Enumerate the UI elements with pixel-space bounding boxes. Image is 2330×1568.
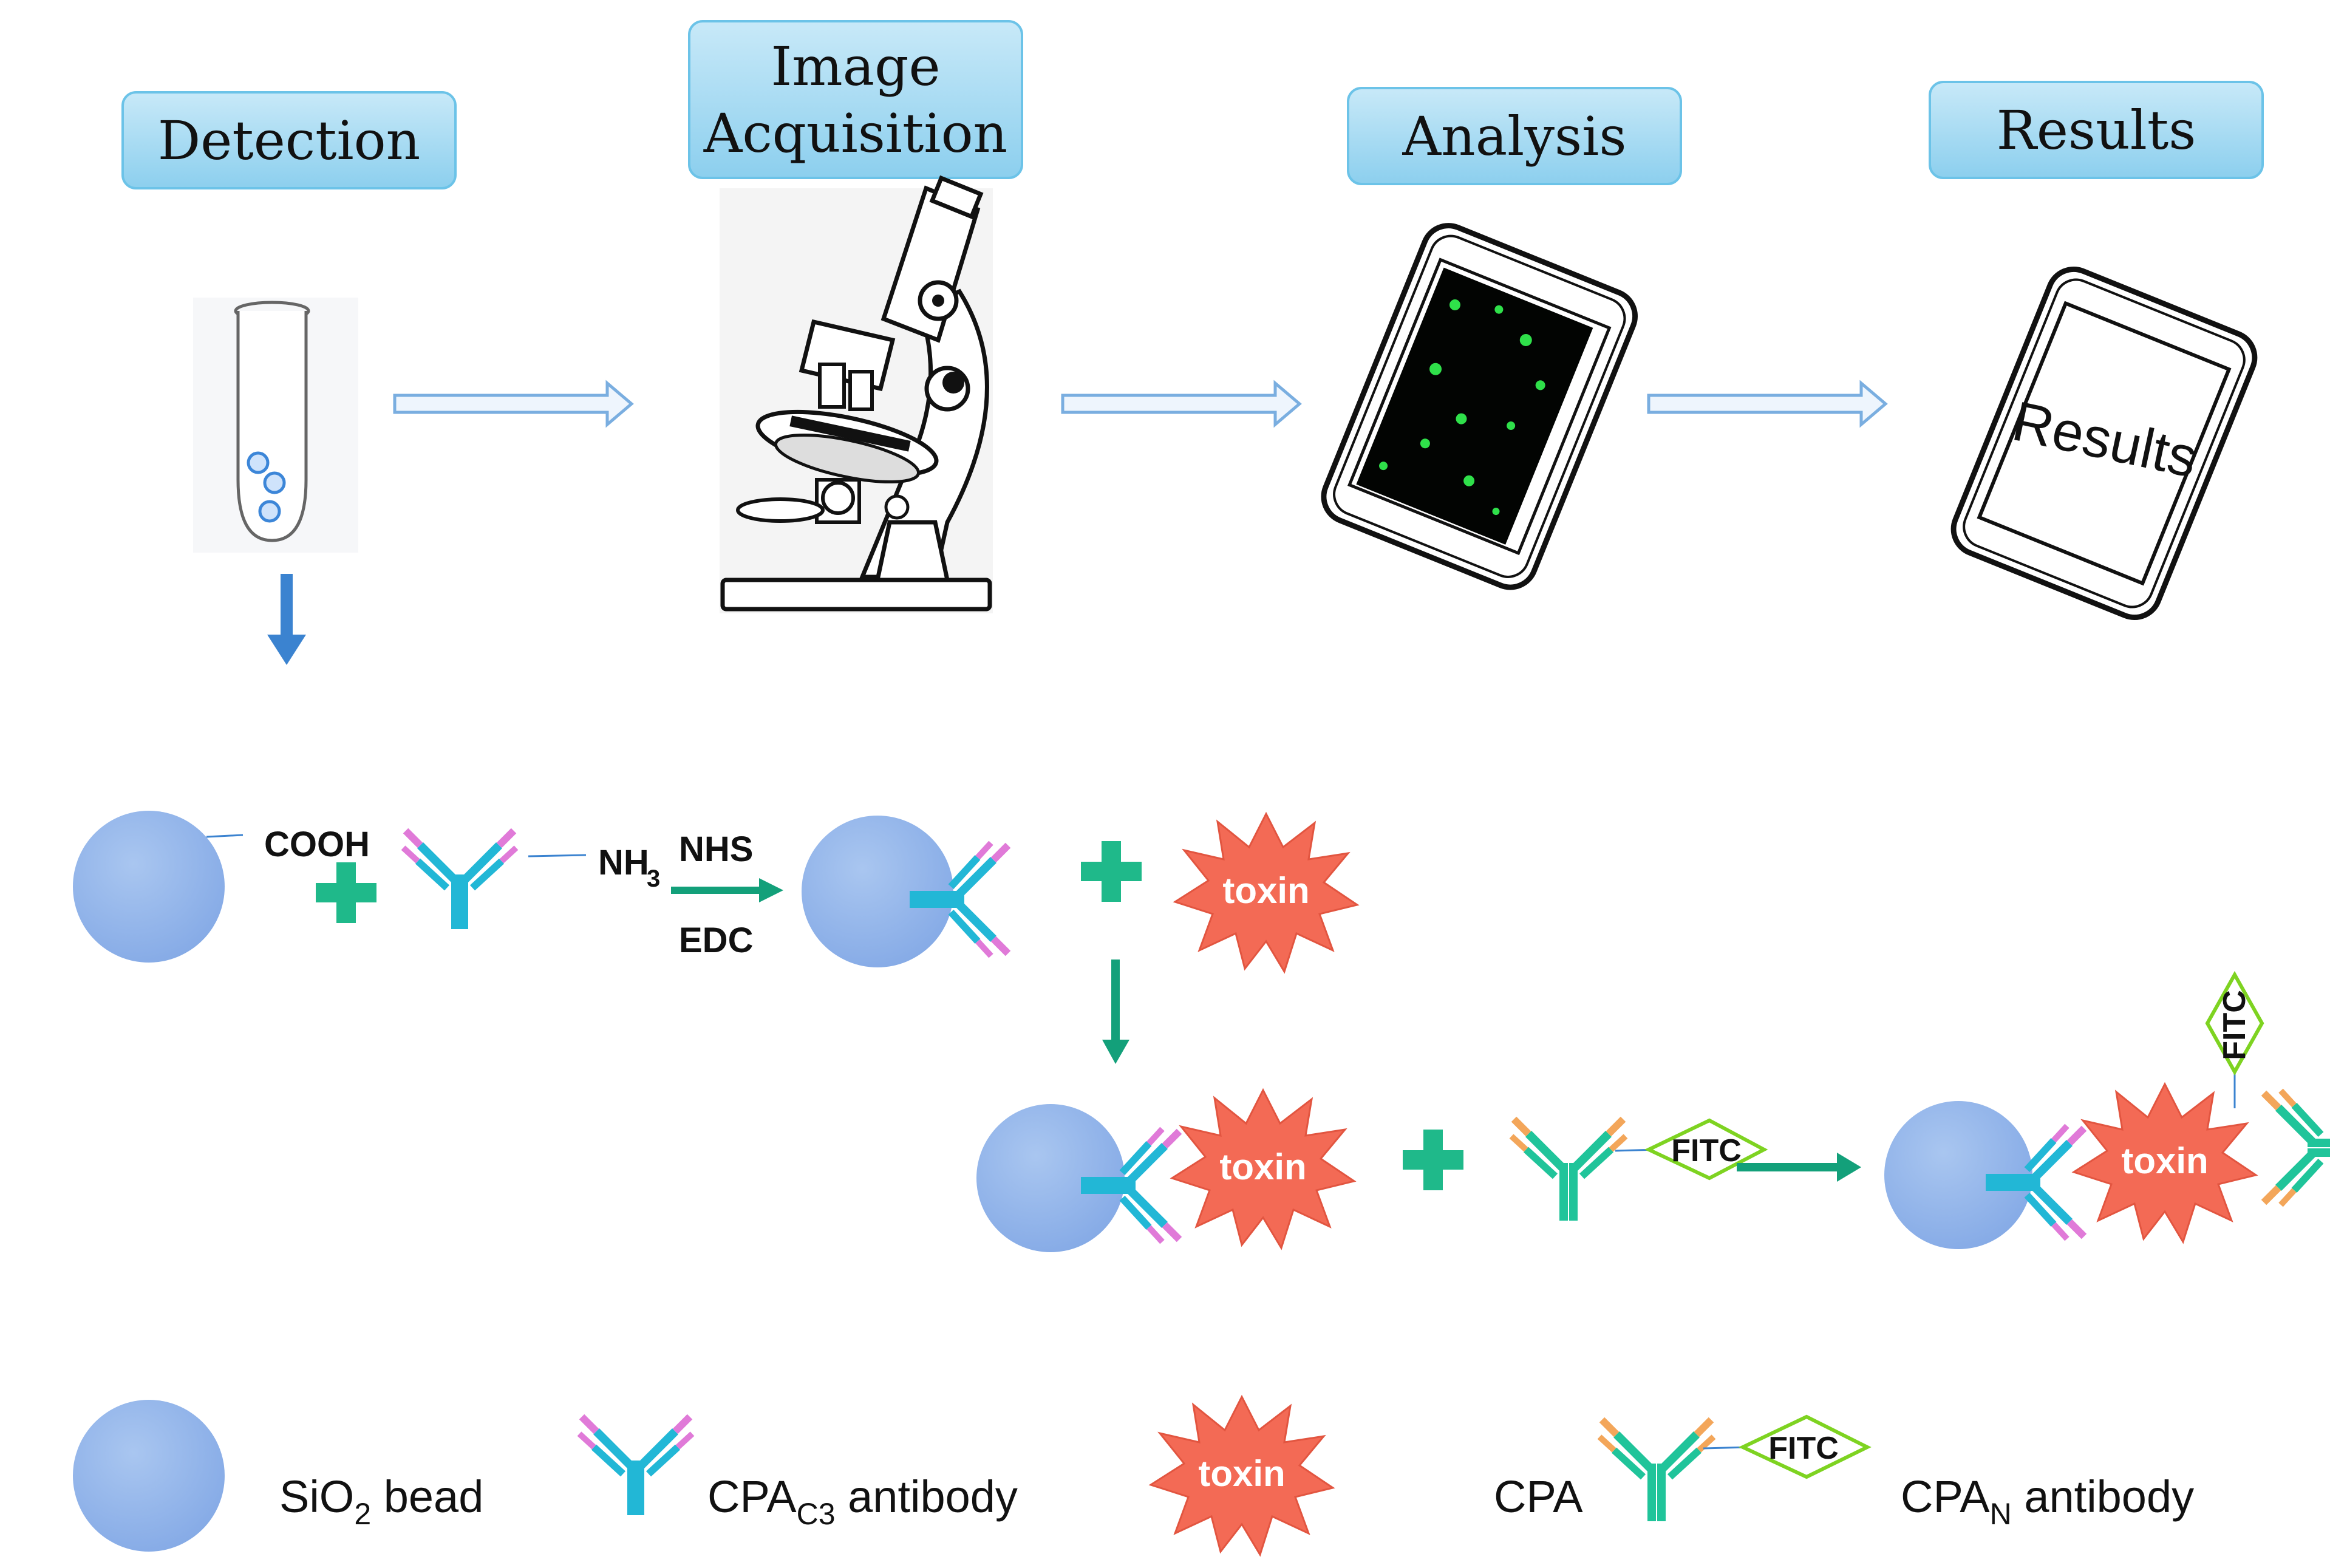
flow-arrow-icon-3 — [1649, 383, 1885, 424]
fitc-icon: FITC — [2205, 970, 2264, 1076]
phone-analysis-icon — [1321, 223, 1638, 590]
legend-detection-antibody-icon — [1599, 1420, 1714, 1521]
step-results-box — [1929, 81, 2264, 179]
plus-icon — [1403, 1130, 1463, 1190]
nh-label: NH — [598, 843, 649, 882]
sio2-bead — [976, 1104, 1125, 1252]
legend: SiO2 bead CPAC3 antibody toxin CPA FITC … — [73, 1396, 2194, 1556]
step-detection: Detection — [121, 91, 457, 189]
toxin-icon: toxin — [2073, 1083, 2257, 1243]
step-image-acquisition: Image Acquisition — [688, 20, 1023, 179]
legend-cpac3-label: CPAC3 antibody — [707, 1471, 1018, 1531]
toxin-icon: toxin — [1174, 813, 1358, 973]
sio2-bead — [802, 816, 953, 967]
legend-capture-antibody-icon — [579, 1417, 692, 1515]
step-image-acquisition-box — [688, 20, 1023, 179]
step-image-acquisition-label-line2: Acquisition — [703, 102, 1007, 165]
plus-icon — [1081, 841, 1142, 902]
step-detection-box — [121, 91, 457, 189]
edc-label: EDC — [679, 921, 753, 960]
fitc-label: FITC — [2217, 990, 2252, 1060]
legend-cpa-label: CPA — [1494, 1471, 1583, 1522]
toxin-label: toxin — [1219, 1147, 1306, 1187]
phone-results-icon: Results — [1950, 266, 2258, 621]
toxin-label: toxin — [1222, 870, 1309, 911]
step-analysis: Analysis — [1347, 87, 1682, 185]
flow-arrow-icon-2 — [1063, 383, 1300, 424]
reaction-arrow-icon — [1737, 1153, 1861, 1182]
detection-antibody-icon — [2264, 1091, 2330, 1205]
step-results-label: Results — [1997, 99, 2196, 162]
fluorescence-image — [1356, 267, 1593, 545]
nh-sub-label: 3 — [647, 865, 660, 892]
legend-bead-swatch — [73, 1400, 225, 1552]
test-tube-icon — [193, 298, 358, 553]
fitc-icon: FITC — [1644, 1118, 1768, 1181]
legend-toxin-icon: toxin — [1150, 1396, 1334, 1556]
reaction-step-1: COOH NH 3 NHS EDC toxin — [73, 811, 1358, 973]
step-detection-label: Detection — [158, 109, 421, 172]
detection-antibody-icon — [1511, 1119, 1626, 1221]
reaction-step-2: toxin FITC toxin FITC — [976, 970, 2330, 1252]
cooh-label: COOH — [264, 825, 370, 864]
legend-toxin-label: toxin — [1198, 1453, 1285, 1494]
step-image-acquisition-label-line1: Image — [771, 35, 940, 98]
reaction-down-arrow-icon — [1102, 960, 1129, 1064]
legend-fitc-label: FITC — [1768, 1431, 1839, 1466]
flow-arrow-icon-1 — [395, 383, 632, 424]
step-analysis-box — [1347, 87, 1682, 185]
microscope-icon — [720, 175, 993, 613]
step-analysis-label: Analysis — [1402, 105, 1626, 168]
sio2-bead — [73, 811, 225, 963]
nhs-label: NHS — [679, 830, 753, 869]
legend-fitc-icon: FITC — [1738, 1414, 1872, 1479]
toxin-icon: toxin — [1171, 1089, 1355, 1249]
reaction-arrow-icon — [671, 878, 783, 902]
capture-antibody-icon — [403, 831, 516, 929]
legend-bead-label: SiO2 bead — [279, 1471, 483, 1531]
legend-cpan-label: CPAN antibody — [1901, 1471, 2194, 1531]
down-arrow-icon — [267, 574, 306, 665]
fitc-label: FITC — [1671, 1133, 1742, 1168]
step-results: Results — [1929, 81, 2264, 179]
toxin-label: toxin — [2121, 1140, 2208, 1181]
plus-icon — [316, 862, 376, 923]
sio2-bead — [1884, 1101, 2032, 1249]
